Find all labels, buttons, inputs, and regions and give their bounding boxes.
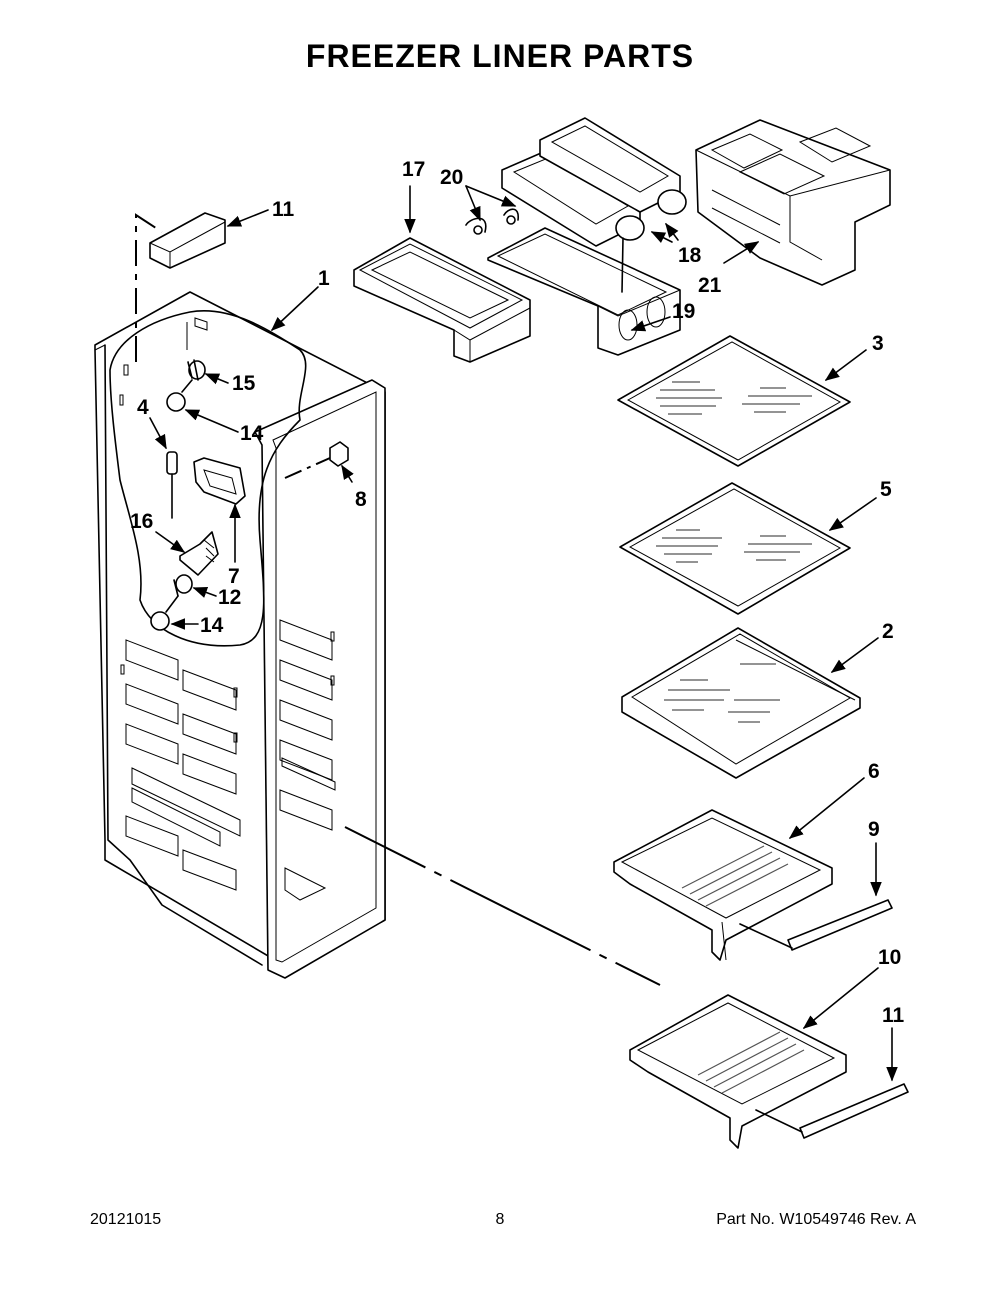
callout-15: 15 — [232, 372, 256, 395]
light-housing-part — [193, 457, 246, 505]
callout-1: 1 — [318, 267, 330, 290]
pan-upper-part — [613, 809, 833, 961]
callout-2: 2 — [882, 620, 894, 643]
top-bracket-part — [135, 212, 226, 362]
footer-part-number: Part No. W10549746 Rev. A — [716, 1211, 916, 1228]
callout-labels: 11 1 15 14 4 16 7 12 14 8 17 20 18 21 19… — [130, 158, 905, 1027]
callout-12: 12 — [218, 586, 241, 609]
footer-date-code: 20121015 — [90, 1211, 162, 1228]
crisper-cover-shelf-part — [621, 627, 861, 779]
light-bulb-lower-part — [150, 611, 170, 631]
callout-6: 6 — [868, 760, 880, 783]
callout-13: 11 — [272, 198, 295, 221]
liner-to-pan-leader — [344, 826, 661, 986]
light-socket-upper-part — [187, 359, 206, 381]
glass-shelf-upper-part — [617, 335, 851, 467]
pan-lower-part — [629, 994, 847, 1149]
callout-18: 18 — [678, 244, 702, 267]
callout-8: 8 — [355, 488, 367, 511]
light-socket-lower-part — [165, 574, 193, 613]
callout-14-upper: 14 — [240, 422, 264, 445]
springs-part — [465, 208, 519, 235]
damper-connector-part — [284, 441, 349, 479]
thermistor-part — [166, 451, 178, 519]
callout-9: 9 — [868, 818, 880, 841]
callout-3: 3 — [872, 332, 884, 355]
liner-vents — [125, 619, 336, 901]
light-bulb-upper-part — [166, 379, 193, 412]
callout-16: 16 — [130, 510, 153, 533]
ice-bin-part — [353, 237, 531, 363]
callout-17: 17 — [402, 158, 425, 181]
callout-5: 5 — [880, 478, 892, 501]
callout-14-lower: 14 — [200, 614, 224, 637]
ice-tray-knobs-part — [501, 117, 687, 247]
callout-7: 7 — [228, 565, 240, 588]
glass-shelf-lower-part — [619, 482, 851, 615]
callout-10: 10 — [878, 946, 901, 969]
callout-4: 4 — [137, 396, 149, 419]
callout-leaders — [149, 185, 898, 1082]
footer-page-number: 8 — [495, 1211, 505, 1228]
ice-tray-cover-part — [695, 119, 891, 286]
page-title: FREEZER LINER PARTS — [305, 38, 695, 74]
slide-rail-upper-part — [739, 899, 893, 951]
slide-rail-lower-part — [755, 1083, 909, 1139]
callout-20: 20 — [440, 166, 463, 189]
callout-11: 11 — [882, 1004, 905, 1027]
callout-21: 21 — [698, 274, 722, 297]
callout-19: 19 — [672, 300, 695, 323]
light-shield-part — [179, 531, 219, 576]
